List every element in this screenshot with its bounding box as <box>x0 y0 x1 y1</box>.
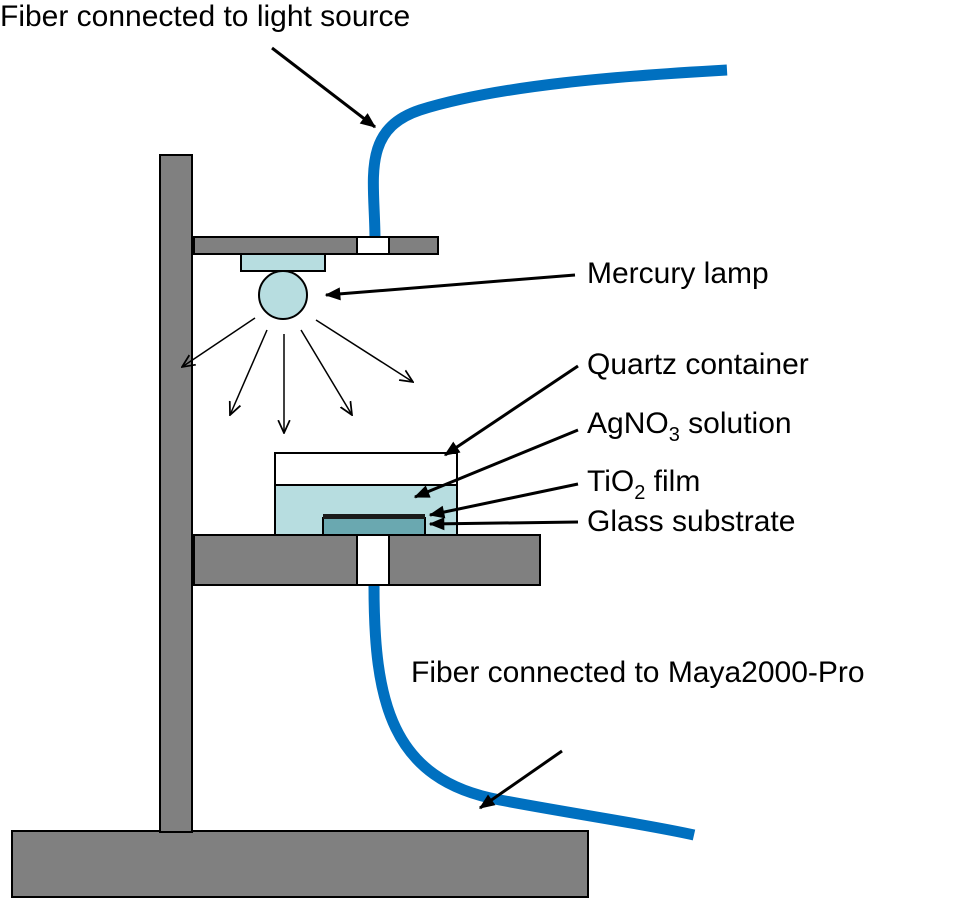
light-ray <box>300 329 352 415</box>
pointer-arrows <box>271 46 579 810</box>
arrow-quartz-container <box>443 364 579 457</box>
tio2-prefix: TiO <box>587 465 634 498</box>
stand-pole <box>159 154 193 833</box>
agno3-suffix: solution <box>680 407 792 440</box>
arrow-fiber-light-source <box>271 46 377 129</box>
label-glass-substrate: Glass substrate <box>587 505 795 538</box>
label-fiber-light-source: Fiber connected to light source <box>0 0 410 33</box>
arrow-glass-substrate <box>428 517 579 531</box>
arrow-tio2-film <box>428 482 579 519</box>
stand-base <box>11 830 589 898</box>
lamp-holder <box>240 253 326 272</box>
light-ray <box>315 319 413 382</box>
mercury-lamp <box>258 270 308 320</box>
tio2-film <box>323 514 425 519</box>
light-ray <box>230 329 268 415</box>
bottom-arm-hole <box>356 534 390 586</box>
top-arm <box>193 236 439 255</box>
arrow-fiber-maya <box>478 749 563 810</box>
label-fiber-maya: Fiber connected to Maya2000-Pro <box>411 656 865 689</box>
label-agno3-solution: AgNO3 solution <box>587 407 792 446</box>
bottom-fiber <box>368 584 696 841</box>
tio2-subscript: 2 <box>634 482 645 504</box>
tio2-suffix: film <box>645 465 700 498</box>
arrow-mercury-lamp <box>324 273 576 301</box>
light-rays <box>182 317 413 433</box>
arrow-agno3-solution <box>413 428 579 499</box>
label-tio2-film: TiO2 film <box>587 465 700 504</box>
agno3-prefix: AgNO <box>587 407 669 440</box>
top-arm-hole <box>356 236 390 255</box>
label-mercury-lamp: Mercury lamp <box>587 257 769 290</box>
label-quartz-container: Quartz container <box>587 348 809 381</box>
top-fiber <box>367 64 728 241</box>
light-ray <box>182 317 256 367</box>
glass-substrate <box>322 517 426 536</box>
agno3-subscript: 3 <box>669 424 680 446</box>
